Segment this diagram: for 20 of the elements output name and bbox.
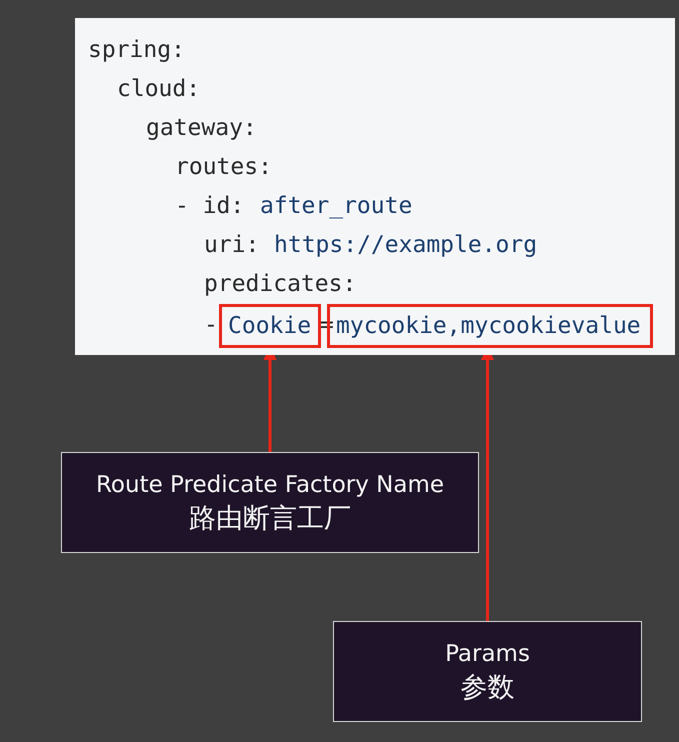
- label-text: Params: [444, 640, 531, 668]
- code-text: mycookie,mycookievalue: [336, 312, 641, 340]
- code-text: Cookie: [228, 312, 312, 340]
- code-text: spring:: [88, 36, 185, 64]
- code-text: https://example.org: [274, 231, 538, 259]
- code-panel: [75, 18, 675, 355]
- chinese-label-text: 路由断言工厂: [188, 502, 352, 536]
- code-text: routes:: [175, 153, 272, 181]
- code-text: uri:: [204, 231, 260, 259]
- code-text: -: [204, 311, 218, 339]
- chinese-label-text: 参数: [460, 670, 516, 704]
- highlight-box: [219, 304, 321, 348]
- code-text: after_route: [260, 192, 412, 220]
- label-box: [333, 621, 642, 722]
- code-text: cloud:: [117, 75, 200, 103]
- code-text: predicates:: [204, 270, 356, 298]
- code-text: gateway:: [146, 114, 257, 142]
- label-box: [61, 452, 479, 553]
- label-text: Route Predicate Factory Name: [94, 470, 446, 500]
- code-text: - id:: [175, 192, 244, 220]
